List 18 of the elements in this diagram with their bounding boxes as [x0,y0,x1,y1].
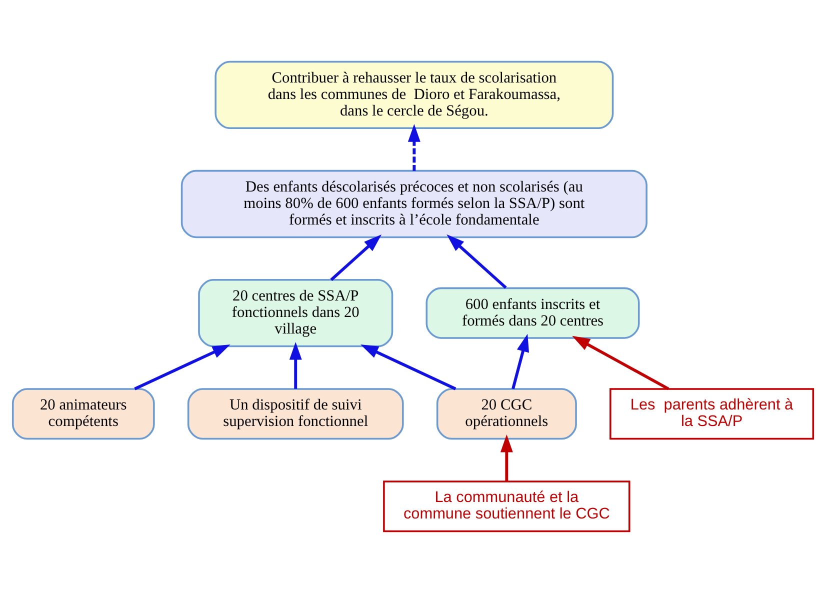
arrow [446,234,507,289]
node-box: 600 enfants inscrits et formés dans 20 centres [426,287,640,339]
node-box: 20 centres de SSA/P fonctionnels dans 20 village [198,279,394,348]
arrow [360,344,456,390]
node-box: Un dispositif de suivi supervision fonctionnel [187,388,404,440]
arrow [134,344,230,390]
arrow [512,334,530,390]
node-box: Les parents adhèrent à la SSA/P [610,388,814,440]
node-box: Des enfants déscolarisés précoces et non scolarisés (au moins 80% de 600 enfants formés selon la SSA/P) sont formés et inscrits à l’école fondamentale [180,170,648,238]
node-box: La communauté et la commune soutiennent le CGC [383,480,630,532]
arrow [572,336,670,390]
node-box: 20 CGC opérationnels [436,388,577,440]
arrow [408,124,420,171]
arrow [289,342,302,389]
node-box: 20 animateurs compétents [12,388,155,440]
arrow [500,434,513,482]
arrow [330,234,382,281]
node-box: Contribuer à rehausser le taux de scolarisation dans les communes de Dioro et Farakoumassa, dans le cercle de Ségou. [214,60,614,130]
